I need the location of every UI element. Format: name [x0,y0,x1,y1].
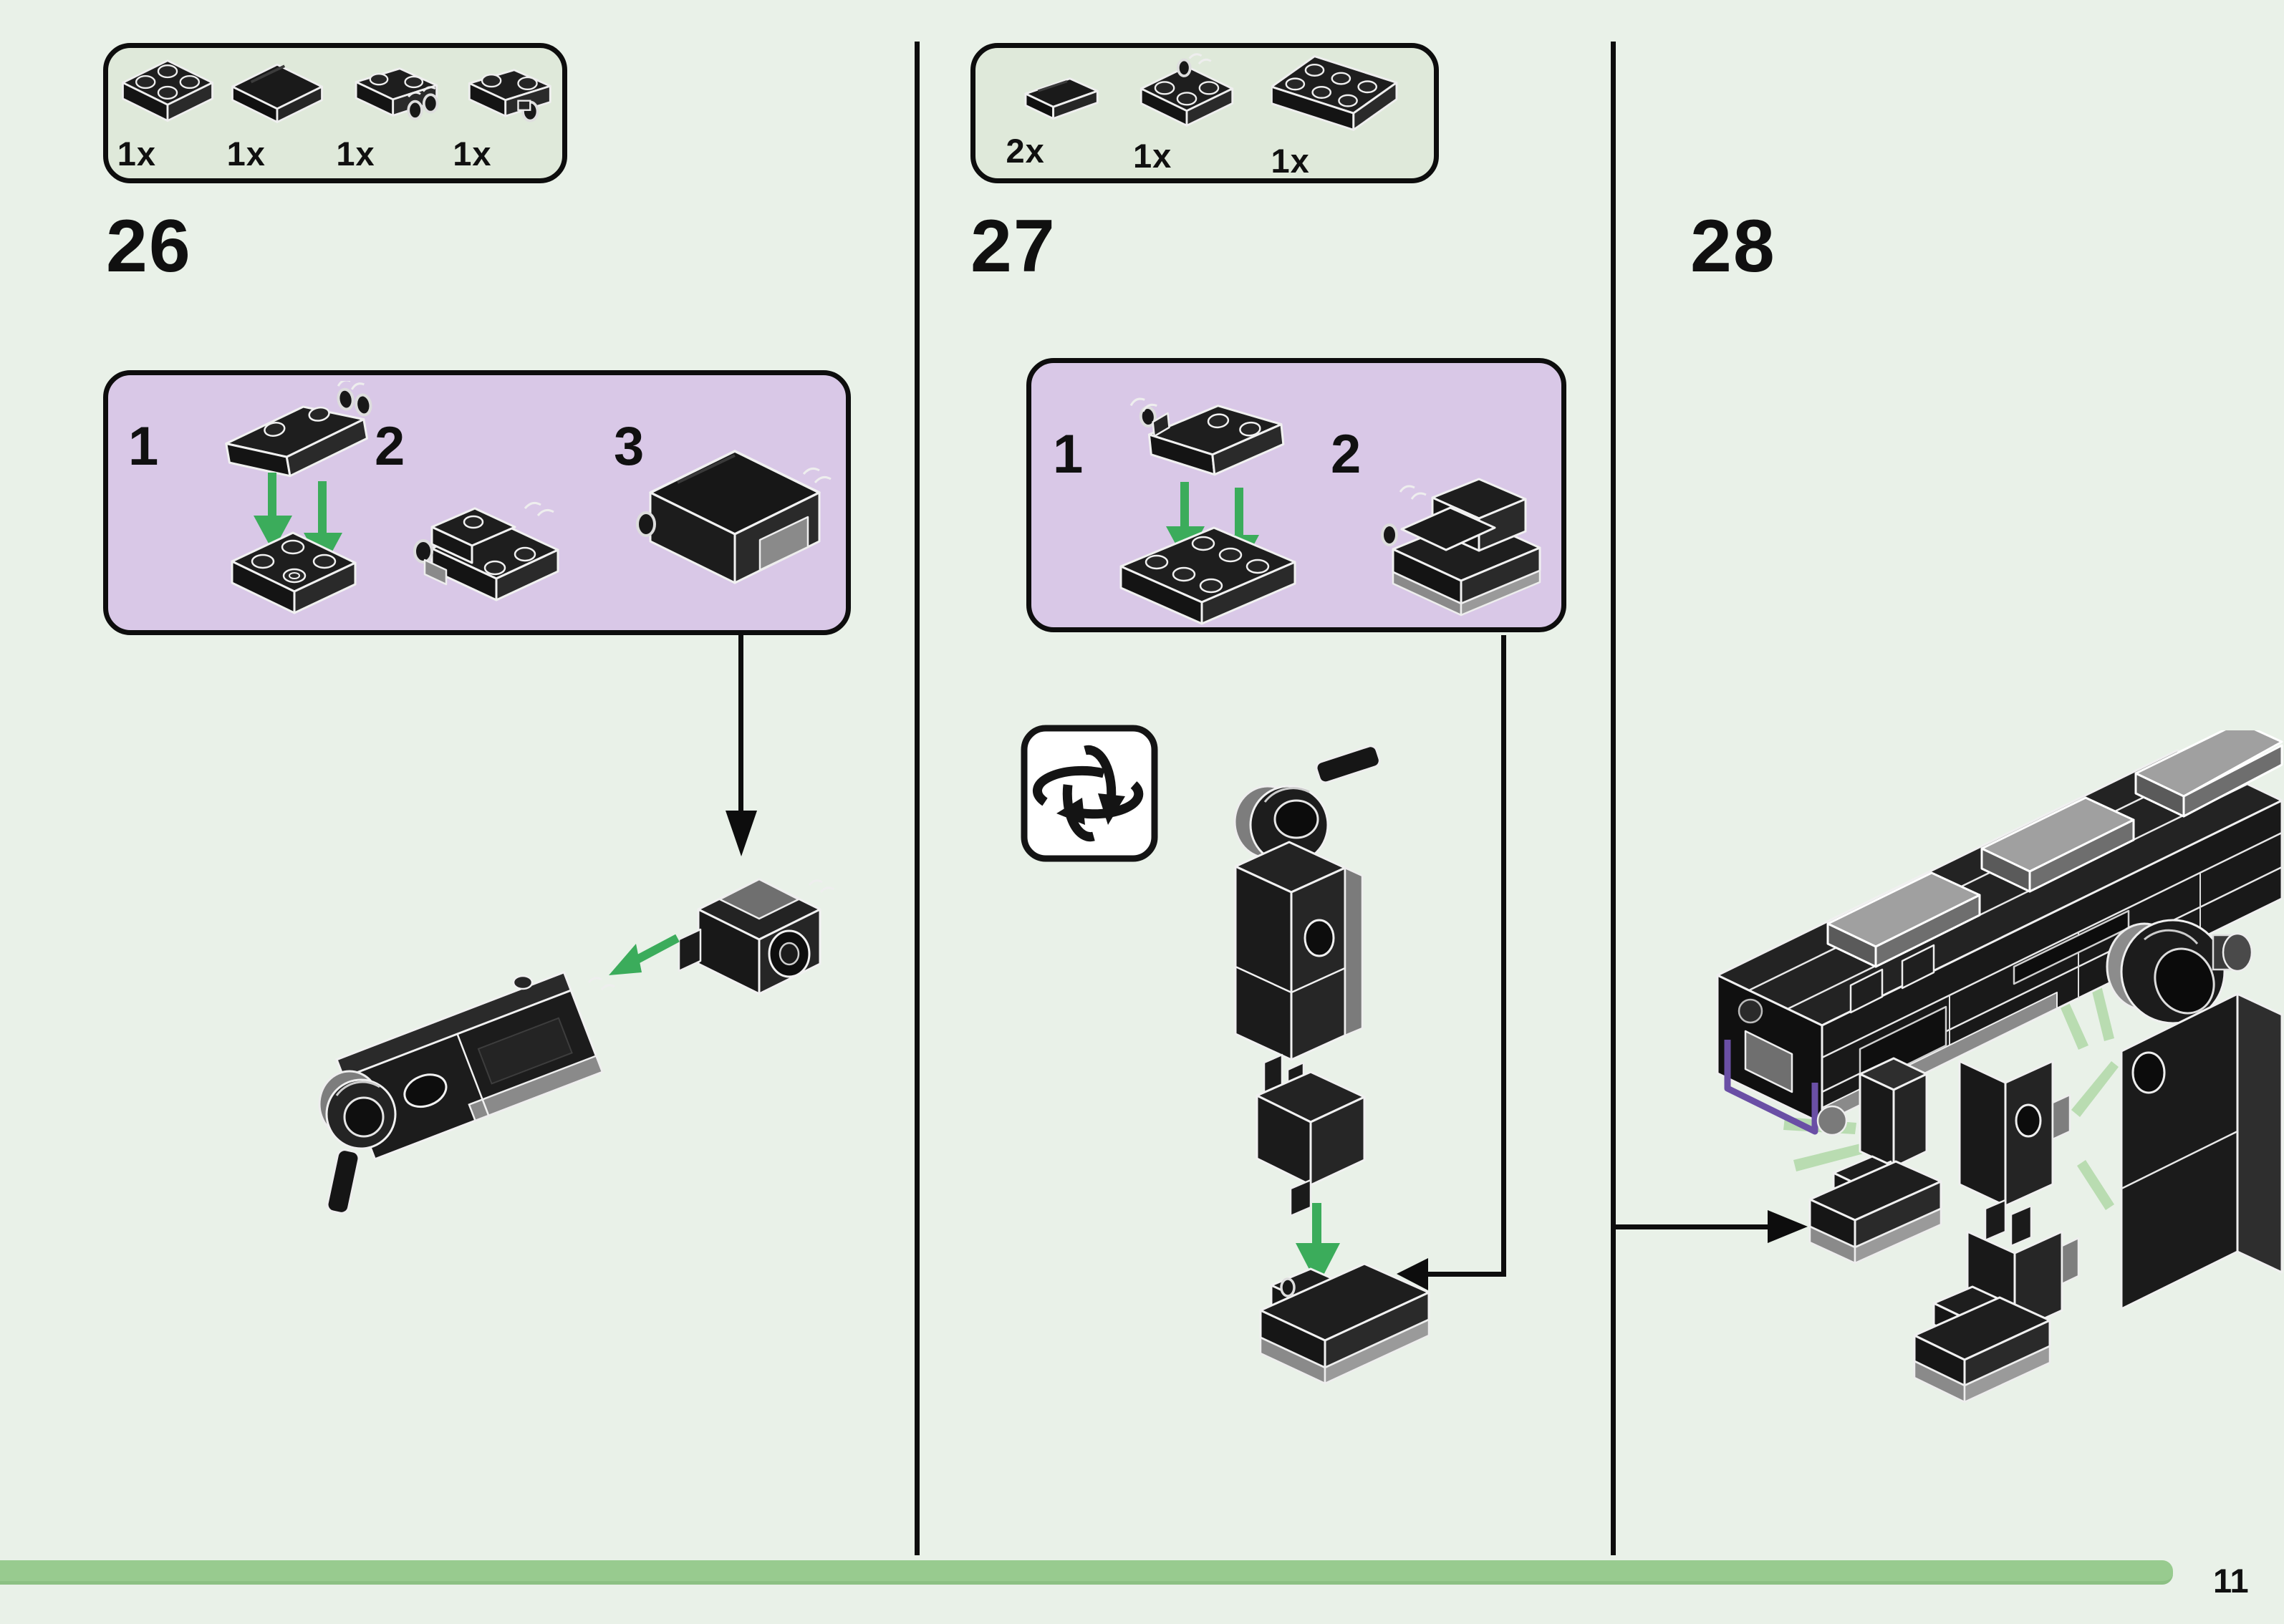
tile-1x2-icon [1024,77,1099,120]
left-leg [1808,1057,1942,1265]
substep-number: 1 [1053,424,1084,485]
substep-number: 2 [1331,424,1362,485]
progress-bar [0,1560,2173,1585]
black-arrow [726,635,757,856]
part-qty-label: 2x [1006,131,1045,170]
step-28-label: 28 [1690,205,1776,288]
substep-panel-step-27: 1 2 [1026,358,1566,632]
page-number: 11 [2213,1562,2249,1600]
gray-ball [1816,1105,1848,1136]
step26-substep3-illustration [636,450,832,584]
step28-assembly-illustration [1613,730,2283,1403]
step27-substep2-illustration [1381,478,1541,617]
parts-box-step-26: 1x 1x 1x [103,43,567,183]
right-leg [1913,1060,2080,1403]
part-qty-label: 1x [453,134,492,173]
plate-2x2-icon [121,59,213,122]
plate-2x2-clip-icon [1139,53,1234,127]
part-cell: 1x [117,54,218,173]
part-cell: 1x [1271,47,1404,180]
plate-1x2-clip-icon [468,68,551,122]
torso-assembly [318,970,615,1214]
clip-module [678,878,834,995]
step26-substep2-illustration [413,501,559,601]
part-cell: 1x [1133,51,1240,175]
step26-assembly-illustration [318,635,834,1214]
parts-box-step-27: 2x 1x [970,43,1439,183]
right-arm [2120,992,2283,1310]
rotate-model-icon [1021,725,1158,862]
part-cell: 2x [1006,57,1103,170]
part-qty-label: 1x [226,134,266,173]
gray-top-tiles [1826,730,2283,968]
green-arrow [609,934,680,975]
step-26-label: 26 [106,205,192,288]
step-27-label: 27 [970,205,1056,288]
plate-2x3-icon [1271,54,1397,131]
column-divider-2 [1611,42,1616,1555]
plate-1x2-double-clip-icon [355,67,439,120]
step27-assembly-illustration [1233,635,1506,1385]
part-qty-label: 1x [1133,137,1172,175]
part-qty-label: 1x [117,134,157,173]
part-cell: 1x [227,54,327,173]
part-qty-label: 1x [336,134,375,173]
black-arrow [1613,1210,1808,1243]
substep-number: 2 [375,416,405,477]
column-divider-1 [915,42,920,1555]
tile-2x2-icon [231,63,323,123]
part-cell: 1x [336,54,443,173]
green-arrow [1296,1203,1340,1286]
step27-substep1-illustration [1119,397,1296,625]
substep-number: 3 [614,416,645,477]
upper-leg-assembly [1233,745,1381,1101]
substep-number: 1 [128,416,159,477]
black-arrow [1397,635,1506,1290]
part-cell: 1x [453,54,553,173]
robot-body [1716,730,2283,1136]
substep-panel-step-26: 1 2 3 [103,370,851,635]
lower-leg-block [1256,1070,1366,1217]
step26-substep1-illustration [225,381,372,614]
shoulder-ball-joint [2106,919,2253,1025]
foot-assembly [1259,1262,1430,1385]
part-qty-label: 1x [1271,141,1310,180]
